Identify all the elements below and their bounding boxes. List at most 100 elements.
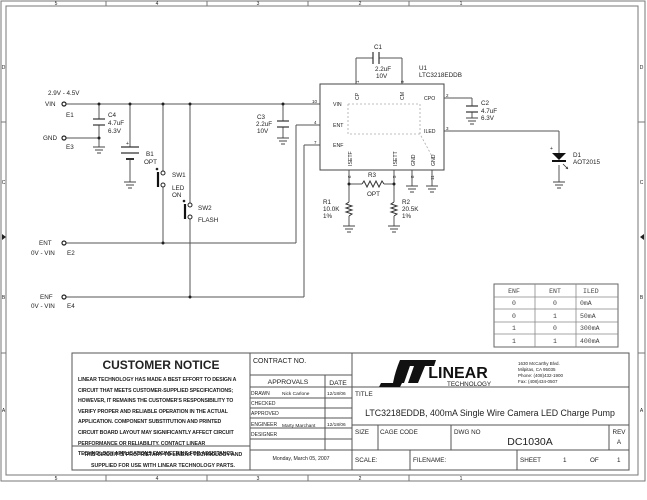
date-label: DATE [329, 380, 347, 387]
truth-header: ENF [508, 288, 520, 295]
c2-ref: C2 [481, 100, 490, 107]
truth-cell: 0 [512, 313, 516, 320]
contract-no-label: CONTRACT NO. [253, 358, 306, 365]
row-label: D [640, 65, 644, 71]
company-fax: Fax: (408)434-0507 [518, 379, 558, 384]
c3-ref: C3 [257, 114, 266, 121]
truth-cell: 1 [553, 313, 557, 320]
pin-iled-name: ILED [424, 129, 436, 135]
c3-rating: 10V [257, 128, 269, 135]
vin-terminal: E1 [66, 112, 74, 119]
c1-value: 2.2uF [375, 66, 391, 73]
pin-vin-name: VIN [333, 102, 342, 108]
svg-text:+: + [550, 146, 553, 152]
c3-value: 2.2uF [256, 121, 272, 128]
size-label: SIZE [355, 429, 369, 436]
pin-enf-name: ENF [333, 143, 343, 149]
c1-ref: C1 [374, 44, 383, 51]
pin-isett-num: 5 [392, 175, 397, 178]
sheet-number: 1 [563, 457, 567, 464]
ground-icon [277, 137, 289, 145]
capacitor-icons [93, 52, 478, 128]
approval-date: 12/18/06 [327, 422, 346, 428]
r2-ref: R2 [402, 199, 411, 206]
sw1-label2: ON [172, 192, 182, 199]
b1-value: OPT [144, 159, 157, 166]
terminal-ent [61, 240, 67, 246]
r1-tol: 1% [323, 213, 333, 220]
truth-header: ENT [549, 288, 561, 295]
drawing-title: LTC3218EDDB, 400mA Single Wire Camera LE… [365, 408, 615, 418]
d1-ref: D1 [573, 152, 582, 159]
gnd-terminal: E3 [66, 144, 74, 151]
vin-range: 2.9V - 4.5V [48, 90, 80, 97]
approval-name: Nick Carlone [282, 391, 310, 397]
col-label: 1 [460, 1, 463, 7]
enf-terminal: E4 [67, 303, 75, 310]
sheet-total: 1 [617, 457, 621, 464]
switch-sw2-icon [182, 199, 193, 220]
approval-date: 12/18/06 [327, 391, 346, 397]
company-phone: Phone: (408)432-1900 [518, 373, 564, 378]
notice-line: CIRCUIT BOARD LAYOUT MAY SIGNIFICANTLY A… [78, 429, 234, 436]
r3-ref: R3 [368, 172, 377, 179]
truth-cell: 50mA [580, 313, 596, 320]
pin-cp-name: CP [355, 92, 361, 100]
r1-value: 10.0K [323, 206, 340, 213]
sw2-ref: SW2 [198, 205, 212, 212]
col-label: 5 [55, 1, 58, 7]
battery-icon: + [121, 141, 139, 160]
notice-line: TECHNOLOGY APPLICATIONS ENGINEERING FOR … [78, 451, 235, 458]
linear-logo-icon [379, 360, 436, 387]
pin-cpo-name: CPO [424, 96, 435, 102]
ent-range: 0V - VIN [31, 250, 55, 257]
c2-value: 4.7uF [481, 108, 497, 115]
led-d1-icon: + [550, 146, 569, 170]
sw1-label: LED [172, 185, 185, 192]
r2-value: 20.5K [402, 206, 419, 213]
company-address2: Milpitas, CA 95035 [518, 367, 556, 372]
b1-ref: B1 [146, 151, 154, 158]
c4-rating: 6.3V [108, 128, 122, 135]
ent-label: ENT [39, 240, 52, 247]
wires [66, 57, 560, 298]
pin-gnd2-name: GND [431, 154, 437, 166]
sw2-label: FLASH [198, 217, 219, 224]
title-block [71, 352, 630, 471]
col-label: 1 [460, 476, 463, 482]
pin-iled-num: 3 [446, 126, 449, 131]
r1-ref: R1 [323, 199, 332, 206]
pin-ent-num: 4 [314, 120, 317, 125]
col-label: 4 [156, 476, 159, 482]
notice-line: APPLICATION. COMPONENT SUBSTITUTION AND … [78, 419, 222, 426]
row-label: B [2, 295, 6, 301]
pin-ent-name: ENT [333, 123, 344, 129]
dwg-no: DC1030A [507, 436, 553, 448]
truth-cell: 0 [553, 325, 557, 332]
truth-cell: 1 [512, 325, 516, 332]
pin-cpo-num: 2 [446, 93, 449, 98]
row-label: C [2, 180, 6, 186]
proprietary-line: SUPPLIED FOR USE WITH LINEAR TECHNOLOGY … [91, 463, 235, 469]
c2-rating: 6.3V [481, 115, 495, 122]
dwg-no-label: DWG NO [454, 429, 481, 436]
terminal-vin [61, 101, 67, 107]
gnd-label: GND [43, 135, 57, 142]
truth-cell: 0 [553, 300, 557, 307]
u1-part: LTC3218EDDB [419, 72, 462, 79]
truth-table: ENF ENT ILED 0 0 0mA 0 1 50mA 1 0 300mA … [493, 283, 619, 348]
sw1-ref: SW1 [172, 172, 186, 179]
row-label: C [640, 180, 644, 186]
border-frame [0, 0, 646, 482]
pin-gnd2-num: 11 [430, 175, 435, 180]
approval-role: CHECKED [251, 401, 276, 407]
sheet-label: SHEET [520, 457, 541, 464]
r3-value: OPT [367, 191, 380, 198]
rev-value: A [617, 439, 622, 446]
col-label: 2 [359, 476, 362, 482]
notice-line: LINEAR TECHNOLOGY HAS MADE A BEST EFFORT… [78, 377, 237, 383]
enf-label: ENF [40, 294, 53, 301]
of-label: OF [590, 457, 599, 464]
center-mark-left [2, 234, 6, 240]
col-label: 2 [359, 1, 362, 7]
